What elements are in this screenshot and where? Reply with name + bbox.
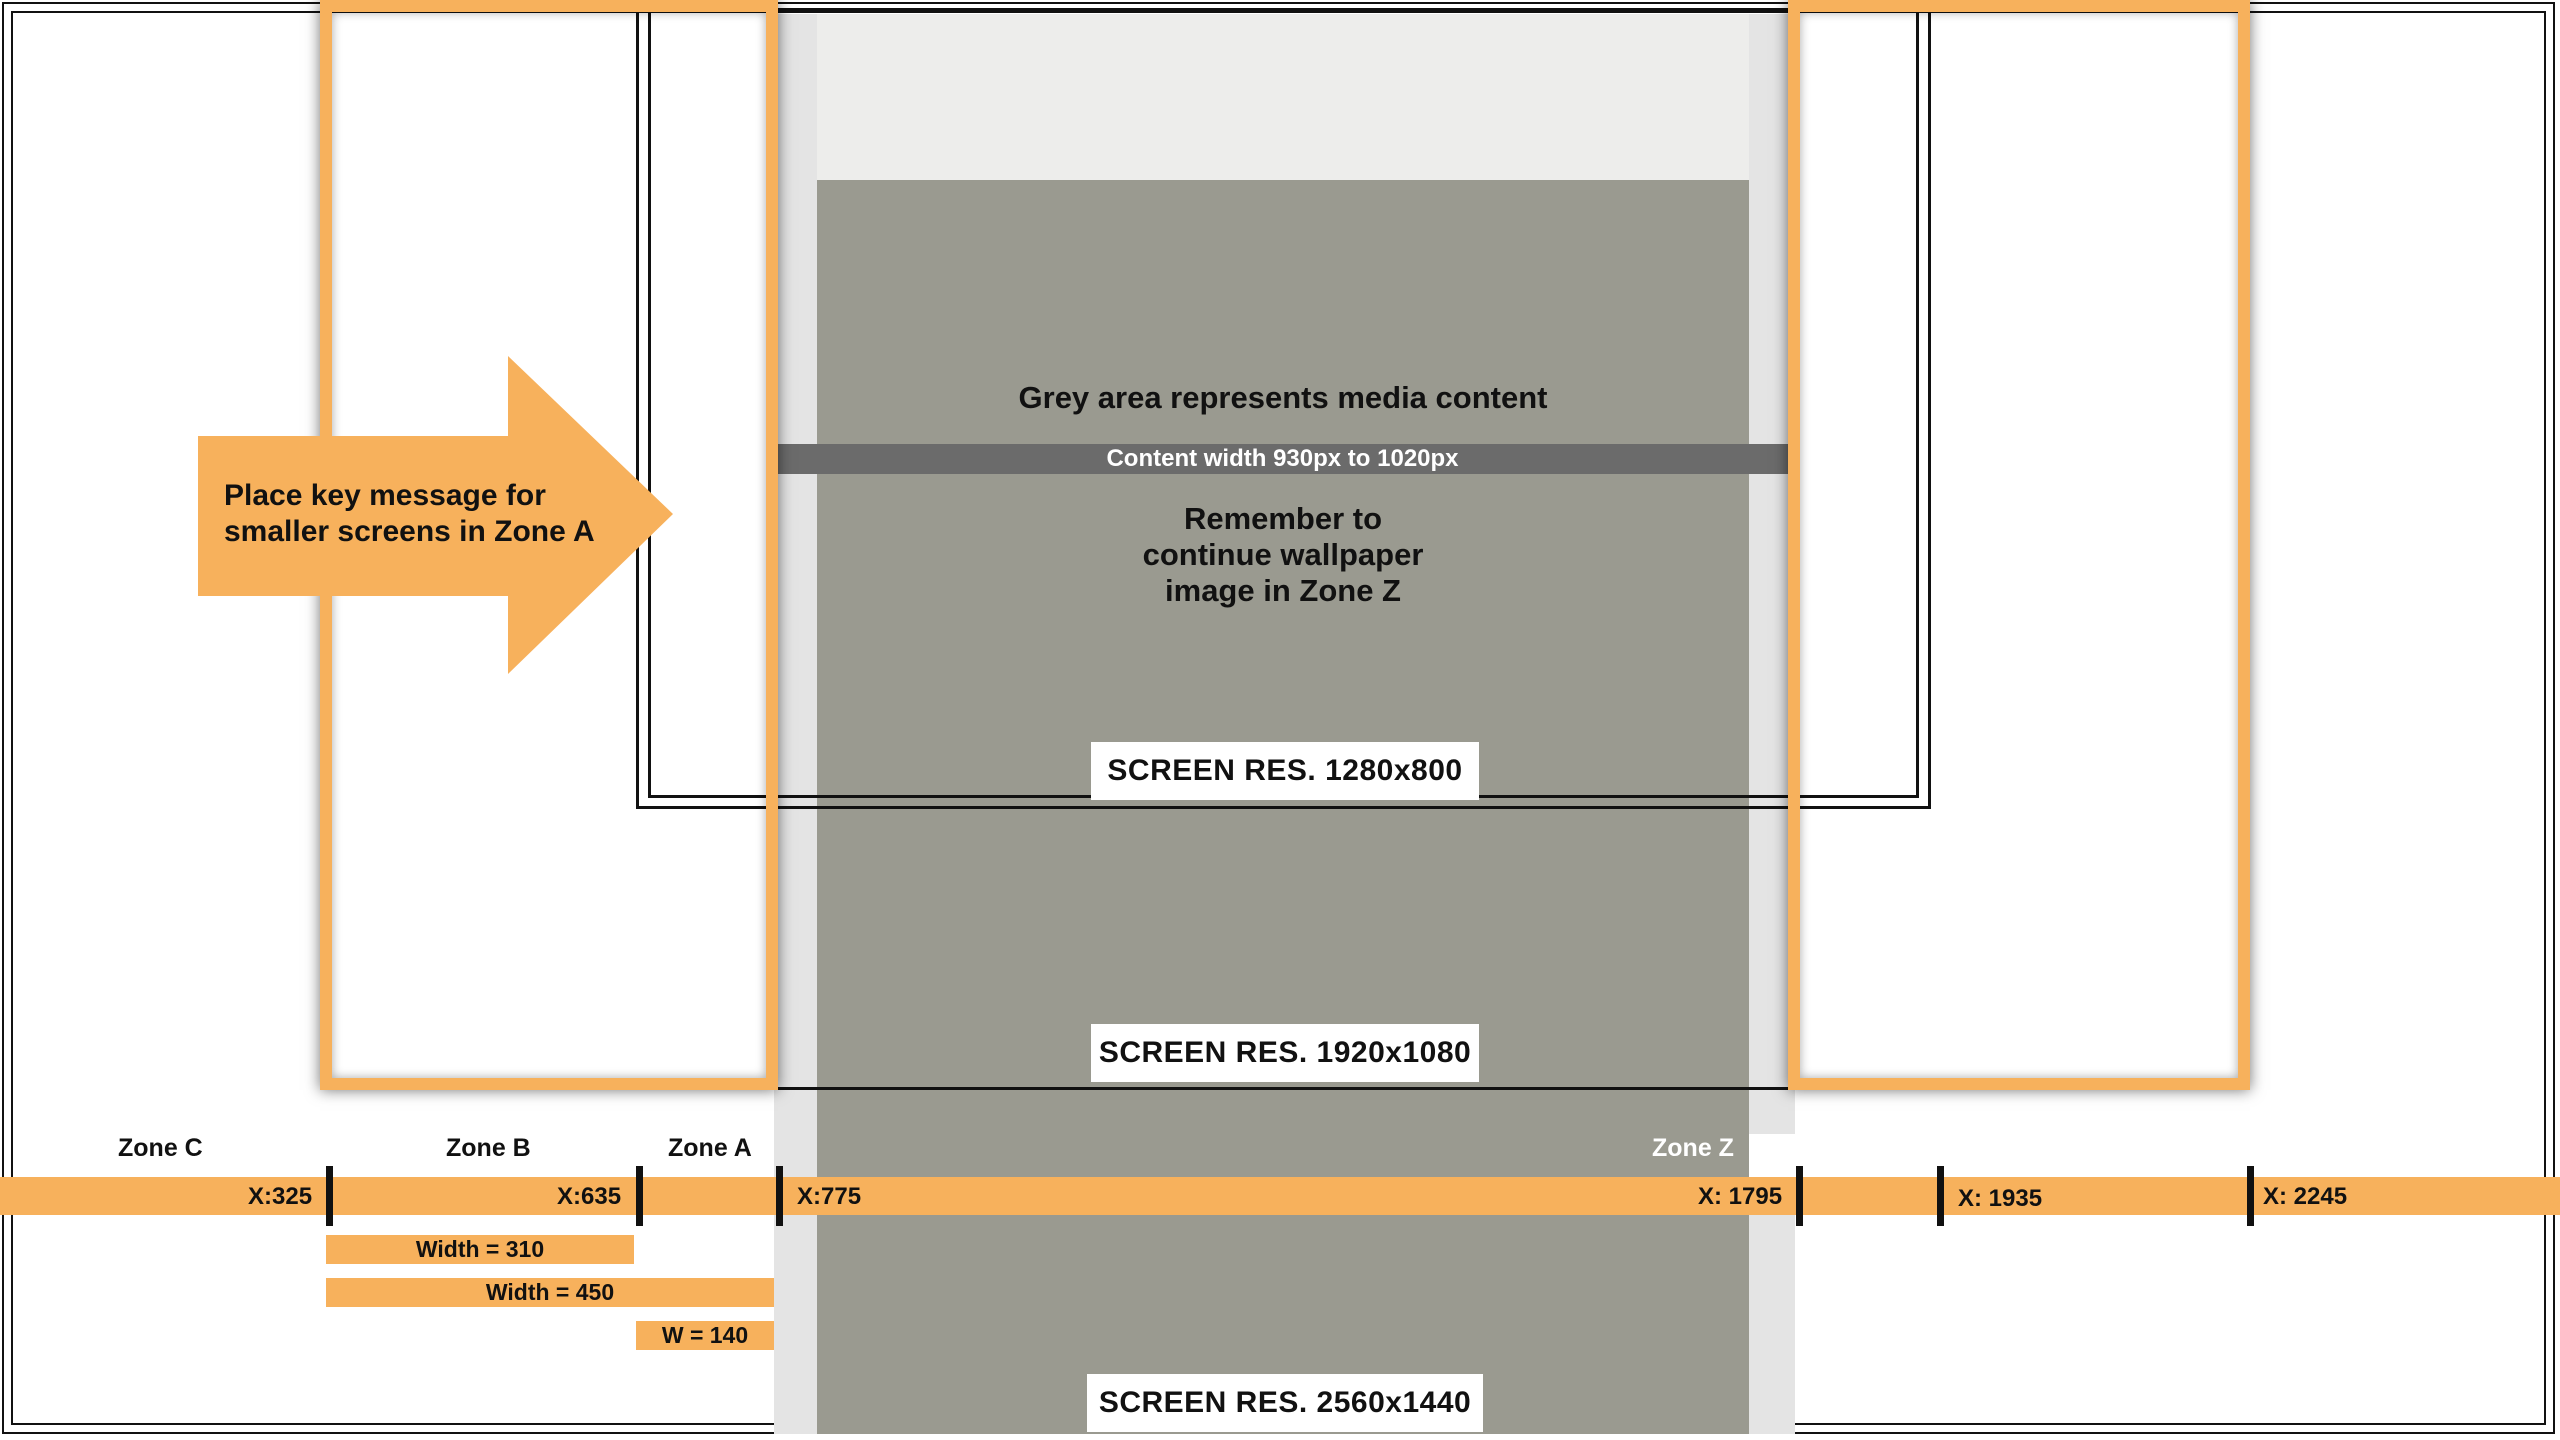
zone-a-b-highlight [320,0,778,1090]
media-description: Grey area represents media content [1018,380,1548,415]
arrow-message-line-1: Place key message for [224,479,546,512]
content-width-bar: Content width 930px to 1020px [776,444,1789,474]
width-450-bar: Width = 450 [326,1278,774,1307]
ruler-label-635: X:635 [557,1183,622,1210]
ruler-tick-1795 [1796,1166,1803,1226]
ruler-tick-775 [776,1166,783,1226]
coordinate-ruler [0,1177,2560,1215]
reminder-line-1: Remember to [1183,501,1383,536]
arrow-right-icon [198,356,673,674]
arrow-message-line-2: smaller screens in Zone A [224,515,595,548]
ruler-label-325: X:325 [248,1183,313,1210]
ruler-tick-635 [636,1166,643,1226]
screen-label-2560x1440: SCREEN RES. 2560x1440 [1087,1374,1483,1432]
screen-label-1920x1080: SCREEN RES. 1920x1080 [1091,1024,1479,1082]
zone-b-label: Zone B [446,1134,531,1162]
ruler-tick-1935 [1937,1166,1944,1226]
ruler-label-1935: X: 1935 [1958,1185,2043,1212]
width-140-bar: W = 140 [636,1321,774,1350]
reminder-line-3: image in Zone Z [1165,573,1401,608]
zone-z-highlight [1788,0,2250,1090]
ruler-label-775: X:775 [797,1183,862,1210]
media-content-top [817,14,1749,180]
ruler-tick-325 [326,1166,333,1226]
zone-a-label: Zone A [668,1134,752,1162]
zone-c-label: Zone C [118,1134,203,1162]
ruler-label-2245: X: 2245 [2263,1183,2348,1210]
reminder-line-2: continue wallpaper [1142,537,1424,572]
ruler-label-1795: X: 1795 [1698,1183,1783,1210]
screen-label-1280x800: SCREEN RES. 1280x800 [1091,742,1479,800]
width-310-bar: Width = 310 [326,1235,634,1264]
media-gutter-right-lower [1749,1210,1795,1434]
media-gutter-right [1749,14,1795,1134]
ruler-tick-2245 [2247,1166,2254,1226]
zone-z-label: Zone Z [1652,1134,1734,1162]
